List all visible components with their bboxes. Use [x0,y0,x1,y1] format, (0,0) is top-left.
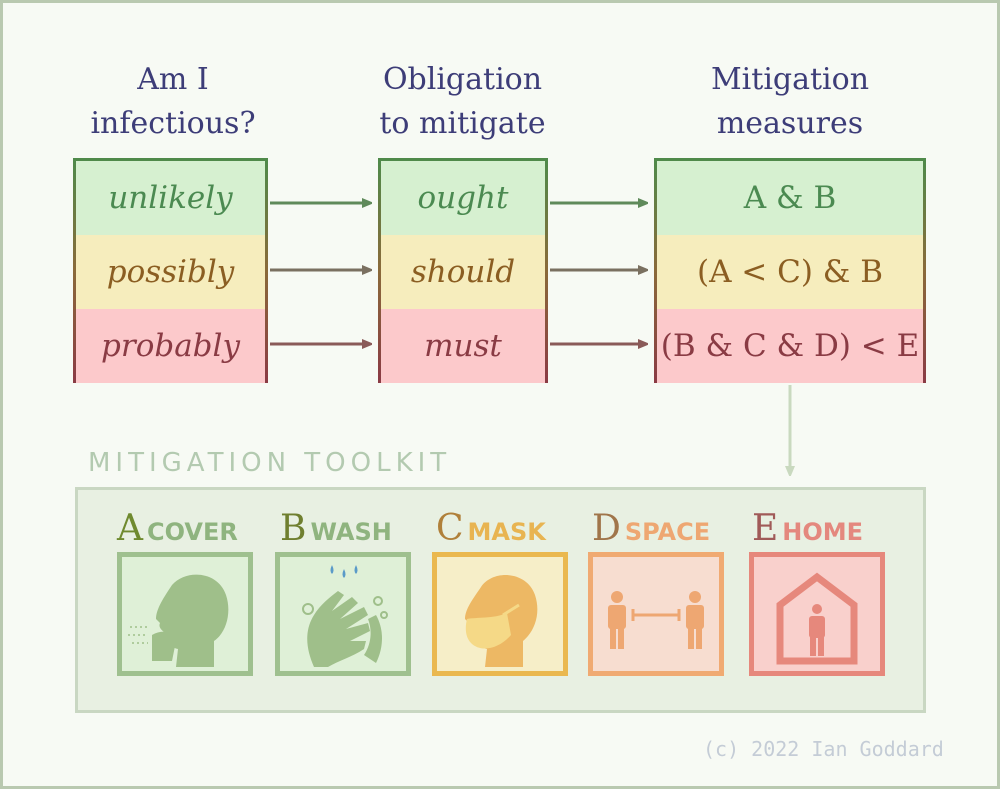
toolkit-word-mask: MASK [467,518,546,546]
header-infectious: Am I infectious? [75,58,271,146]
toolkit-tile-space [588,552,724,676]
likelihood-possibly: possibly [76,235,265,309]
toolkit-tile-wash [275,552,411,676]
measure-ought: A & B [657,161,923,235]
toolkit-letter-e: E [752,508,779,549]
obligation-box: ought should must [378,158,548,383]
toolkit-tile-mask [432,552,568,676]
measure-must: (B & C & D) < E [657,309,923,383]
toolkit-word-space: SPACE [624,518,711,546]
toolkit-tile-home [749,552,885,676]
header-measures: Mitigation measures [655,58,925,146]
obligation-ought: ought [381,161,545,235]
header-infectious-line1: Am I [137,62,209,97]
toolkit-letter-a: A [117,508,143,549]
toolkit-word-wash: WASH [310,518,392,546]
social-distance-icon [608,591,704,649]
toolkit-word-cover: COVER [147,518,238,546]
likelihood-unlikely: unlikely [76,161,265,235]
toolkit-word-home: HOME [782,518,864,546]
face-mask-icon [465,575,538,667]
header-obligation: Obligation to mitigate [360,58,565,146]
measures-box: A & B (A < C) & B (B & C & D) < E [654,158,926,383]
toolkit-letter-c: C [436,508,464,549]
toolkit-letter-d: D [592,508,621,549]
hand-wash-icon [302,565,388,667]
header-infectious-line2: infectious? [90,106,256,141]
obligation-should: should [381,235,545,309]
likelihood-box: unlikely possibly probably [73,158,268,383]
header-obligation-line1: Obligation [382,62,543,97]
toolkit-letter-b: B [280,508,307,549]
toolkit-tile-cover [117,552,253,676]
copyright-notice: (c) 2022 Ian Goddard [703,737,944,761]
header-obligation-line2: to mitigate [379,106,546,141]
measure-should: (A < C) & B [657,235,923,309]
header-measures-line2: measures [716,106,864,141]
header-measures-line1: Mitigation [710,62,870,97]
likelihood-probably: probably [76,309,265,383]
toolkit-title: MITIGATION TOOLKIT [88,448,452,478]
cough-cover-icon [128,574,229,667]
obligation-must: must [381,309,545,383]
stay-home-icon [776,572,858,665]
